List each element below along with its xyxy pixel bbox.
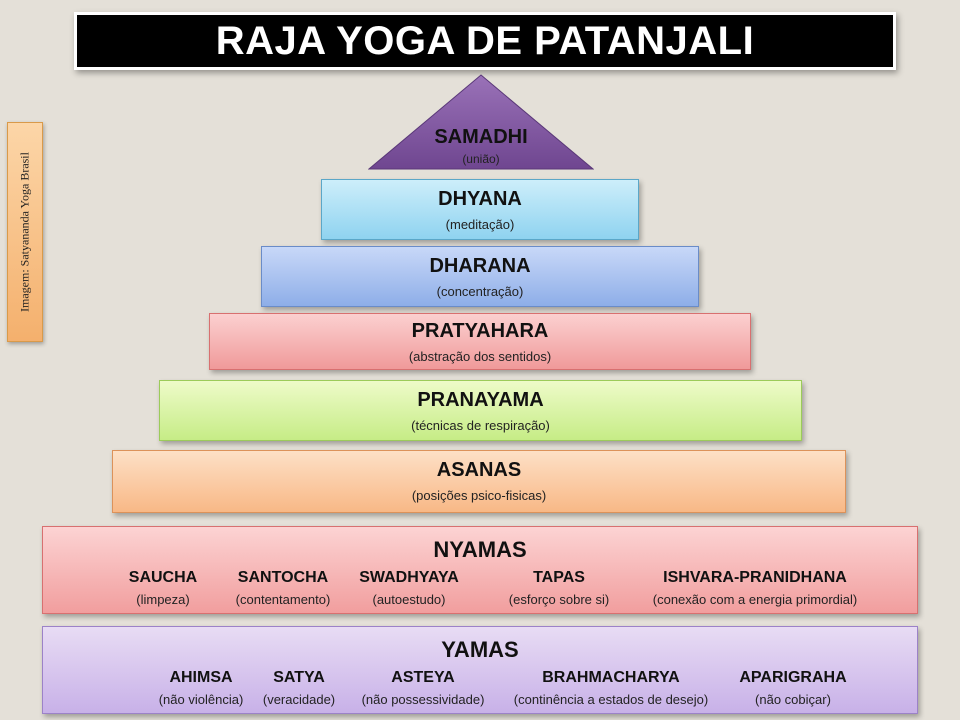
- yamas-item: APARIGRAHA (não cobiçar): [739, 669, 846, 707]
- nyamas-item-subtitle: (contentamento): [235, 592, 331, 607]
- yamas-item-name: BRAHMACHARYA: [542, 669, 680, 686]
- yamas-item-name: SATYA: [273, 669, 325, 686]
- yamas-item-name: AHIMSA: [169, 669, 233, 686]
- dhyana-tier: DHYANA (meditação): [321, 179, 639, 240]
- pranayama-tier: PRANAYAMA (técnicas de respiração): [159, 380, 802, 441]
- yamas-item-name: ASTEYA: [391, 669, 455, 686]
- nyamas-item-name: ISHVARA-PRANIDHANA: [663, 569, 847, 586]
- nyamas-item-name: SAUCHA: [128, 569, 198, 586]
- samadhi-tier: SAMADHI (união): [368, 74, 594, 170]
- samadhi-triangle: [368, 74, 594, 170]
- yamas-label: YAMAS: [441, 637, 519, 662]
- nyamas-item: TAPAS (esforço sobre si): [509, 569, 609, 607]
- image-credit-text: Imagem: Satyananda Yoga Brasil: [17, 152, 32, 312]
- yamas-tier: YAMAS AHIMSA (não violência) SATYA (vera…: [42, 626, 918, 714]
- nyamas-tier: NYAMAS SAUCHA (limpeza) SANTOCHA (conten…: [42, 526, 918, 614]
- nyamas-item-name: SANTOCHA: [237, 569, 329, 586]
- pranayama-label: PRANAYAMA: [417, 389, 544, 411]
- nyamas-item: ISHVARA-PRANIDHANA (conexão com a energi…: [653, 569, 857, 607]
- image-credit: Imagem: Satyananda Yoga Brasil: [7, 122, 43, 342]
- pranayama-subtitle: (técnicas de respiração): [411, 418, 550, 433]
- asanas-label: ASANAS: [436, 459, 522, 481]
- page-title: RAJA YOGA DE PATANJALI: [74, 12, 896, 70]
- asanas-subtitle: (posições psico-fisicas): [411, 488, 547, 503]
- nyamas-item-name: TAPAS: [533, 569, 585, 586]
- pratyahara-tier: PRATYAHARA (abstração dos sentidos): [209, 313, 751, 370]
- yamas-item: AHIMSA (não violência): [159, 669, 244, 707]
- nyamas-item: SWADHYAYA (autoestudo): [359, 569, 459, 607]
- nyamas-item-subtitle: (limpeza): [136, 592, 190, 607]
- yamas-item: ASTEYA (não possessividade): [362, 669, 485, 707]
- nyamas-item: SANTOCHA (contentamento): [236, 569, 331, 607]
- yamas-item-subtitle: (veracidade): [262, 692, 336, 707]
- nyamas-label: NYAMAS: [433, 537, 527, 562]
- nyamas-item-subtitle: (autoestudo): [372, 592, 446, 607]
- pratyahara-subtitle: (abstração dos sentidos): [408, 349, 552, 364]
- nyamas-item-subtitle: (esforço sobre si): [508, 592, 610, 607]
- nyamas-item-subtitle: (conexão com a energia primordial): [652, 592, 858, 607]
- dhyana-subtitle: (meditação): [445, 217, 515, 232]
- samadhi-subtitle: (união): [462, 152, 500, 166]
- dharana-label: DHARANA: [429, 255, 531, 277]
- yamas-item-subtitle: (não violência): [158, 692, 244, 707]
- yamas-item-subtitle: (continência a estados de desejo): [513, 692, 709, 707]
- nyamas-item: SAUCHA (limpeza): [129, 569, 197, 607]
- yamas-item-subtitle: (não possessividade): [361, 692, 485, 707]
- dharana-tier: DHARANA (concentração): [261, 246, 699, 307]
- pratyahara-label: PRATYAHARA: [411, 320, 549, 342]
- dharana-subtitle: (concentração): [436, 284, 524, 299]
- yamas-item-name: APARIGRAHA: [739, 669, 847, 686]
- yamas-item: BRAHMACHARYA (continência a estados de d…: [514, 669, 708, 707]
- yamas-item: SATYA (veracidade): [263, 669, 335, 707]
- nyamas-item-name: SWADHYAYA: [359, 569, 459, 586]
- asanas-tier: ASANAS (posições psico-fisicas): [112, 450, 846, 513]
- yamas-item-subtitle: (não cobiçar): [755, 692, 831, 707]
- samadhi-label: SAMADHI: [434, 126, 528, 148]
- dhyana-label: DHYANA: [438, 188, 522, 210]
